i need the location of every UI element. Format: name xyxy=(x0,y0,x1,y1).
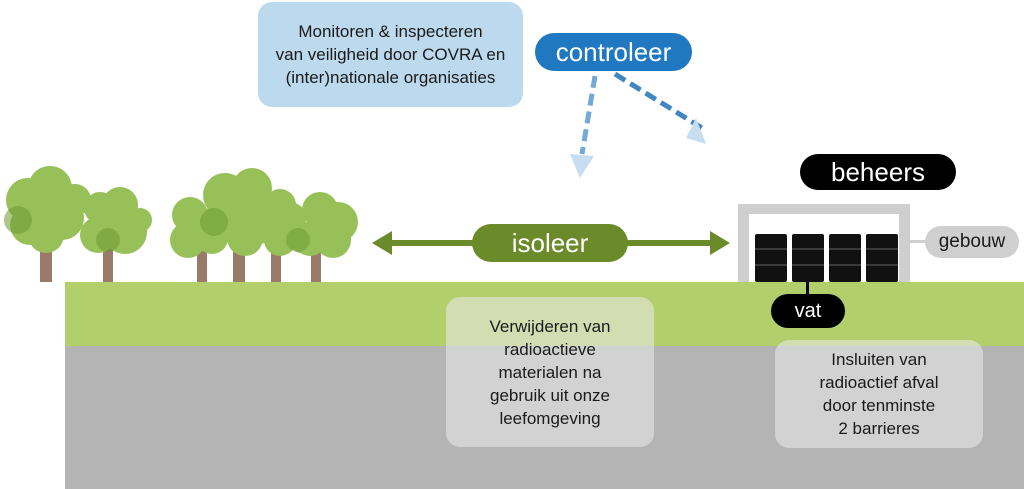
beheers-label: beheers xyxy=(800,154,956,190)
waste-drum-icon xyxy=(829,234,861,282)
vat-connector xyxy=(806,282,809,296)
gebouw-connector xyxy=(910,240,926,243)
isoleer-label: isoleer xyxy=(472,224,628,262)
vat-label: vat xyxy=(771,294,845,328)
removal-info-box: Verwijderen van radioactieve materialen … xyxy=(446,297,654,447)
monitoring-info-box: Monitoren & inspecteren van veiligheid d… xyxy=(258,2,523,107)
gebouw-label: gebouw xyxy=(925,226,1019,258)
dashed-arrow-icon xyxy=(570,71,706,178)
controleer-label: controleer xyxy=(535,33,692,71)
containment-info-box: Insluiten van radioactief afval door ten… xyxy=(775,340,983,448)
waste-drum-icon xyxy=(755,234,787,282)
trees-group xyxy=(4,166,358,282)
waste-drum-icon xyxy=(866,234,898,282)
waste-drum-icon xyxy=(792,234,824,282)
